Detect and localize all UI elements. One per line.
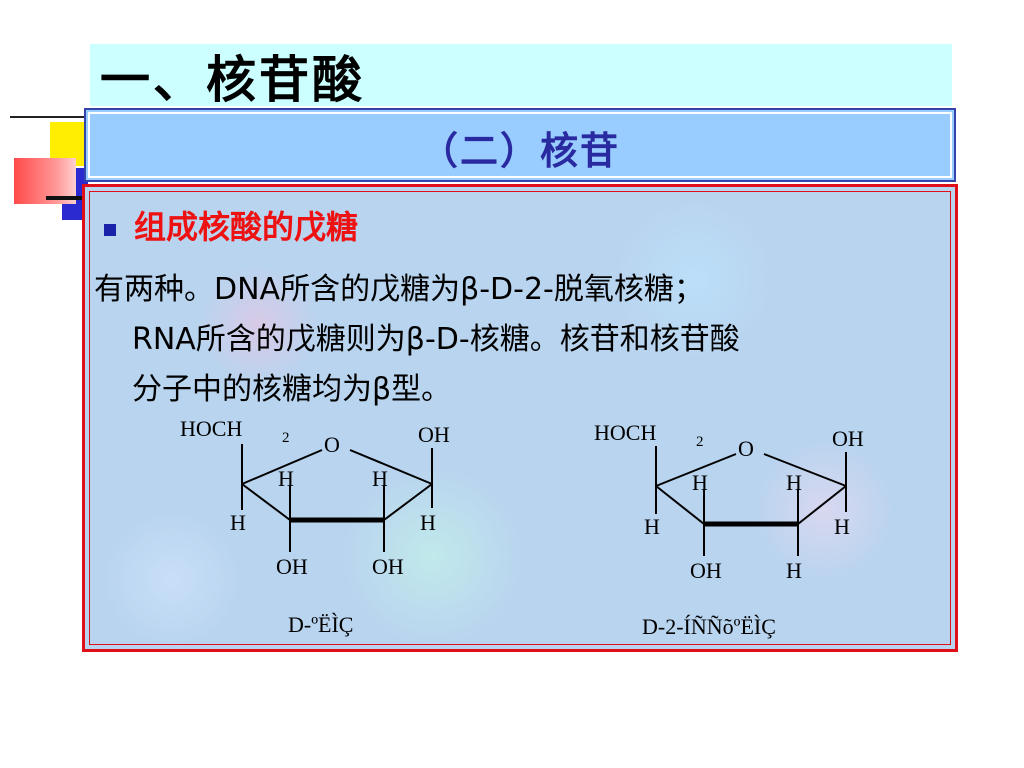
- hoch2-subscript: 2: [696, 434, 704, 450]
- c1-oh-label: OH: [832, 426, 864, 451]
- c3-oh-label: OH: [276, 554, 308, 579]
- subtitle-bar: （二）核苷: [84, 108, 956, 182]
- ribose-caption: D-ºËÌÇ: [288, 612, 353, 637]
- c2-h-label: H: [786, 558, 802, 583]
- panel-inner-border: [89, 191, 951, 645]
- content-panel: [82, 184, 958, 652]
- deoxyribose-structure: HOCH 2 O OH H H H H OH H D-2-ÍÑÑõºËÌÇ: [594, 420, 864, 639]
- hoch2-label: HOCH: [180, 416, 242, 441]
- body-line-1: 有两种。DNA所含的戊糖为β-D-2-脱氧核糖；: [94, 272, 704, 307]
- bullet-heading: 组成核酸的戊糖: [134, 208, 359, 246]
- c1-oh-label: OH: [418, 422, 450, 447]
- bullet-icon: [104, 224, 116, 236]
- c3-oh-label: OH: [690, 558, 722, 583]
- subtitle-text: （二）核苷: [419, 128, 620, 173]
- c4-h-label: H: [692, 470, 708, 495]
- deoxyribose-caption: D-2-ÍÑÑõºËÌÇ: [642, 614, 776, 639]
- decor-line: [10, 116, 90, 118]
- body-line-3: 分子中的核糖均为β型。: [132, 372, 452, 407]
- c1-h-lower-label: H: [420, 510, 436, 535]
- c1-h-lower-label: H: [834, 514, 850, 539]
- c4-h-lower-label: H: [644, 514, 660, 539]
- ring-oxygen-label: O: [324, 432, 340, 457]
- c1-h-label: H: [786, 470, 802, 495]
- title-band: [90, 44, 952, 106]
- decor-line: [46, 196, 90, 200]
- c1-h-label: H: [372, 466, 388, 491]
- slide-title: 一、核苷酸: [100, 50, 365, 109]
- ring-oxygen-label: O: [738, 436, 754, 461]
- hoch2-label: HOCH: [594, 420, 656, 445]
- c2-oh-label: OH: [372, 554, 404, 579]
- c4-h-label: H: [278, 466, 294, 491]
- ribose-structure: HOCH 2 O OH H H H H OH OH D-ºËÌÇ: [180, 416, 450, 637]
- body-line-2: RNA所含的戊糖则为β-D-核糖。核苷和核苷酸: [132, 322, 740, 357]
- hoch2-subscript: 2: [282, 430, 290, 446]
- c4-h-lower-label: H: [230, 510, 246, 535]
